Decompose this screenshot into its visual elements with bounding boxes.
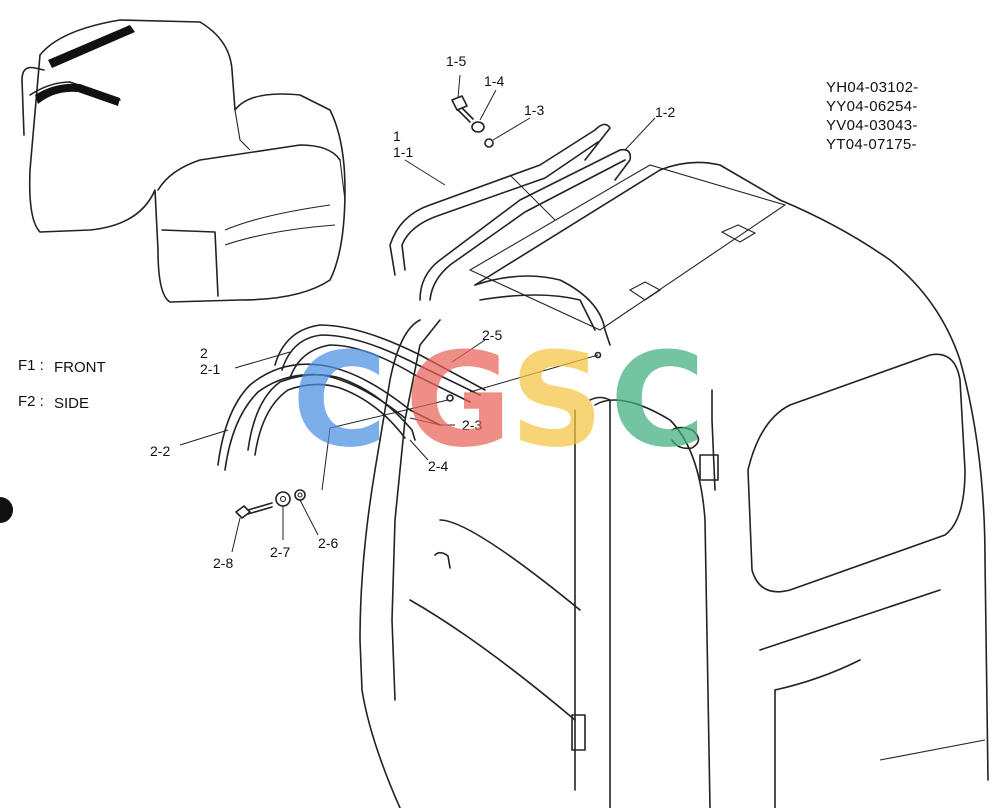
callout-2-4: 2-4 [428,458,448,474]
callout-1-1: 1-1 [393,144,413,160]
callout-leaders [179,74,656,553]
cab-body-illustration [359,161,989,808]
legend-f1-text: FRONT [54,359,106,376]
watermark-letter-4: C [610,324,705,476]
callout-2-5: 2-5 [482,327,502,343]
callout-2: 2 [200,345,208,361]
serial-4: YT04-07175- [826,136,917,153]
serial-numbers: YH04-03102- YY04-06254- YV04-03043- YT04… [826,79,919,153]
callout-2-3: 2-3 [462,417,482,433]
binder-hole-mark [0,497,13,523]
serial-2: YY04-06254- [826,98,918,115]
callout-2-7: 2-7 [270,544,290,560]
watermark-logo: C G S C [292,324,705,476]
callout-1-2: 1-2 [655,104,675,120]
callout-2-8: 2-8 [213,555,233,571]
legend-f1-code: F1 : [18,357,44,374]
callout-1: 1 [393,128,401,144]
watermark-letter-3: S [510,324,604,476]
callout-1-5: 1-5 [446,53,466,69]
callout-1-4: 1-4 [484,73,504,89]
callout-1-3: 1-3 [524,102,544,118]
callout-2-1: 2-1 [200,361,220,377]
callout-2-2: 2-2 [150,443,170,459]
serial-3: YV04-03043- [826,117,918,134]
legend: F1 : FRONT F2 : SIDE [18,357,106,412]
legend-f2-code: F2 : [18,393,44,410]
serial-1: YH04-03102- [826,79,919,96]
inset-cab-illustration [21,19,346,303]
part-2-front-gutter [217,324,486,471]
watermark-letter-1: C [292,324,387,476]
part-1-rain-gutter [389,123,632,301]
hardware-parts [235,95,602,519]
callout-2-6: 2-6 [318,535,338,551]
watermark-letter-2: G [405,324,512,476]
legend-f2-text: SIDE [54,395,89,412]
